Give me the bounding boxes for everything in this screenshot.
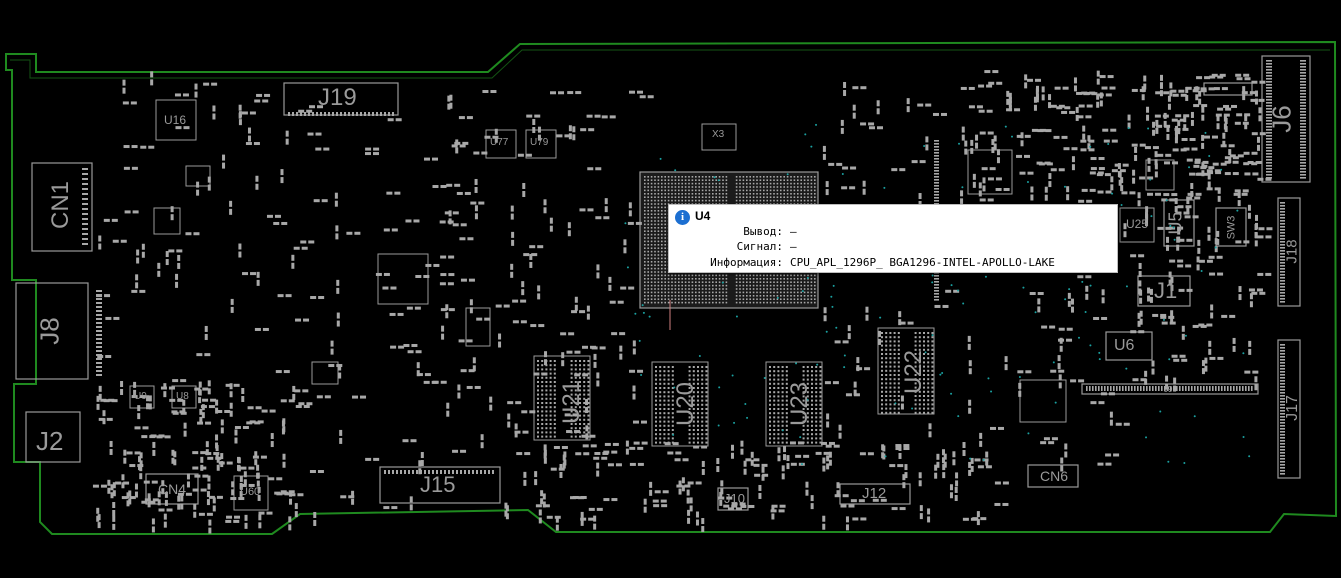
label-CN1: CN1 — [47, 180, 75, 230]
label-J17: J17 — [1283, 395, 1301, 421]
label-J6: J6 — [1266, 105, 1297, 133]
label-J10: J10 — [724, 491, 745, 506]
label-CN6: CN6 — [1040, 468, 1069, 484]
label-U60: U60 — [240, 486, 261, 498]
info-icon: i — [675, 210, 690, 225]
label-U20: U20 — [672, 381, 700, 427]
label-SW3: SW3 — [1225, 215, 1238, 240]
label-J2: J2 — [36, 426, 64, 456]
label-U22: U22 — [900, 349, 928, 395]
tooltip-row-signal: Сигнал: — — [669, 240, 1117, 254]
label-U77: U77 — [490, 137, 509, 148]
tooltip-title: U4 — [695, 209, 711, 223]
label-U5: U5 — [1165, 211, 1186, 235]
label-X3: X3 — [712, 129, 725, 140]
label-J15: J15 — [420, 472, 456, 497]
label-U23: U23 — [786, 381, 814, 427]
tooltip-value-info: CPU_APL_1296P_ BGA1296-INTEL-APOLLO-LAKE — [790, 256, 1055, 269]
label-U9: U9 — [134, 391, 147, 402]
tooltip-value-pin: — — [790, 225, 797, 238]
label-U6: U6 — [1114, 337, 1135, 354]
chip-outlines — [129, 99, 1175, 511]
vias — [624, 123, 1251, 466]
label-U21: U21 — [558, 379, 586, 425]
label-U16: U16 — [164, 113, 187, 127]
label-U79: U79 — [530, 137, 549, 148]
label-J1: J1 — [1154, 278, 1178, 303]
board-outline — [5, 40, 1338, 535]
label-J8: J8 — [34, 317, 65, 345]
board-inner-outline — [10, 49, 1330, 79]
tooltip-row-pin: Вывод: — — [669, 225, 1117, 239]
label-J9: J9 — [1164, 385, 1173, 394]
tooltip-row-info: Информация: CPU_APL_1296P_ BGA1296-INTEL… — [669, 256, 1117, 270]
memory-ball-grids — [533, 327, 935, 447]
label-J12: J12 — [862, 485, 887, 502]
label-U25: U25 — [1126, 217, 1149, 231]
label-J19: J19 — [318, 84, 357, 111]
label-U8: U8 — [176, 391, 189, 402]
label-CN4: CN4 — [158, 481, 187, 497]
tooltip-value-signal: — — [790, 240, 797, 253]
tooltip-label-signal: Сигнал: — [736, 240, 783, 253]
label-J18: J18 — [1283, 239, 1301, 264]
tooltip-label-info: Информация: — [710, 256, 783, 269]
passive-components — [92, 70, 1273, 534]
component-info-tooltip: i U4 Вывод: — Сигнал: — Информация: CPU_… — [668, 204, 1118, 273]
tooltip-label-pin: Вывод: — [743, 225, 783, 238]
